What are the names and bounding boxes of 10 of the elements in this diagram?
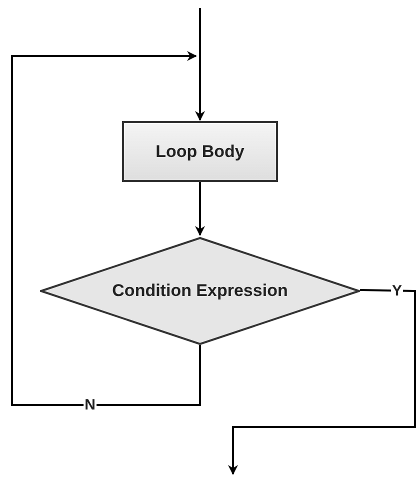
edge-label: Y [391,284,403,298]
arrow [228,289,416,475]
decision-diamond [40,237,360,345]
node-label: Loop Body [156,140,244,163]
process-box [122,121,278,182]
arrow [195,182,205,236]
edge-label: N [84,398,96,412]
arrow [11,51,201,406]
arrow [195,8,205,121]
node-label: Condition Expression [112,280,288,302]
